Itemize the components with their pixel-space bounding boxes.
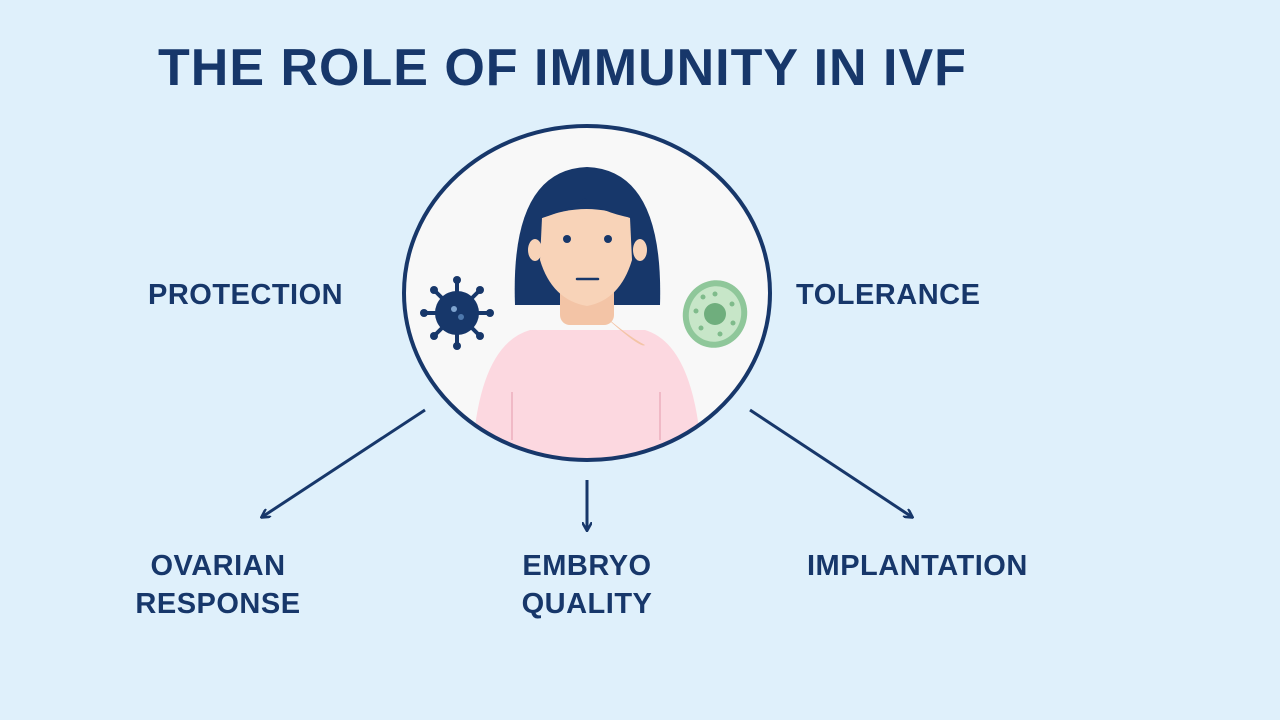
label-line: EMBRYO	[522, 550, 652, 582]
label-line: QUALITY	[521, 588, 653, 620]
page-title: THE ROLE OF IMMUNITY IN IVF	[158, 39, 967, 97]
face	[540, 209, 632, 306]
cell-icon	[682, 280, 748, 348]
shirt	[472, 330, 702, 460]
label-embryo-quality: EMBRYO QUALITY	[487, 547, 687, 623]
virus-icon	[420, 276, 494, 350]
label-tolerance: TOLERANCE	[796, 279, 981, 311]
label-protection: PROTECTION	[148, 279, 344, 311]
label-ovarian-response: OVARIAN RESPONSE	[118, 547, 318, 623]
arrow-implantation	[749, 408, 912, 517]
label-line: OVARIAN	[150, 550, 286, 582]
label-implantation: IMPLANTATION	[807, 550, 1028, 582]
person-portrait-circle	[402, 124, 772, 462]
label-line: RESPONSE	[135, 588, 301, 620]
arrow-ovarian	[262, 408, 426, 517]
